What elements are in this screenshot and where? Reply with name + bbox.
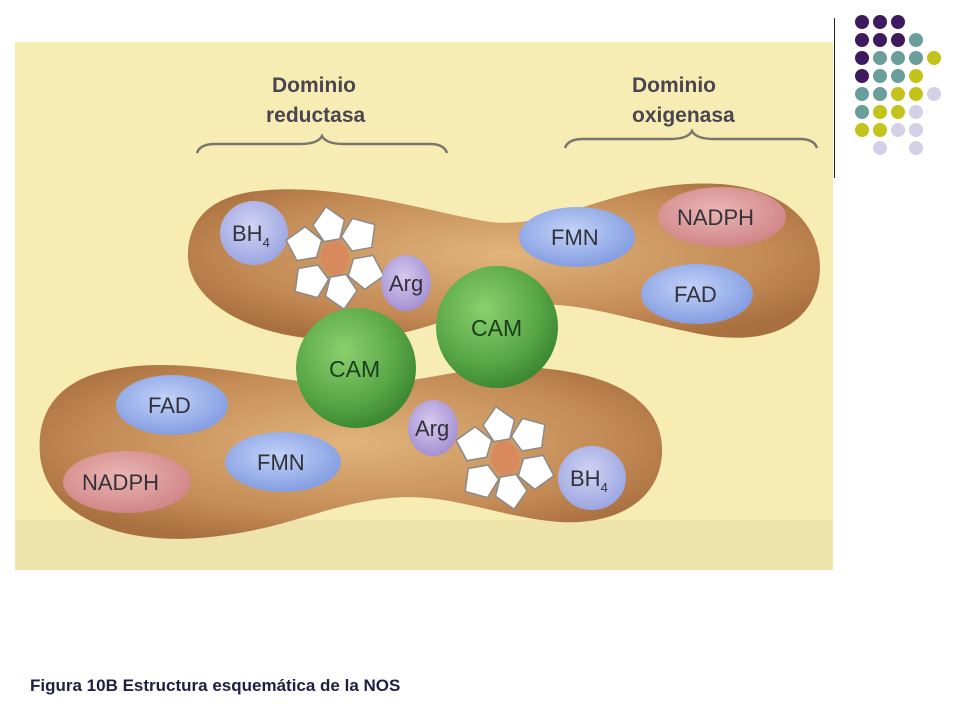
calmodulin-bottom-label: CAM xyxy=(329,356,380,382)
bottom-arg-label: Arg xyxy=(415,416,449,441)
top-bh4-label: BH4 xyxy=(232,221,270,250)
top-fad-cofactor xyxy=(641,264,753,324)
decorative-dot-grid xyxy=(855,15,941,155)
top-nadph-label: NADPH xyxy=(677,205,754,230)
bottom-nadph-label: NADPH xyxy=(82,470,159,495)
bottom-fmn-cofactor xyxy=(225,432,341,492)
svg-text:Dominio: Dominio xyxy=(632,74,716,97)
calmodulin-bottom xyxy=(296,308,416,428)
svg-text:oxigenasa: oxigenasa xyxy=(632,104,735,127)
bottom-bh4-label: BH4 xyxy=(570,466,608,495)
svg-text:reductasa: reductasa xyxy=(266,104,366,127)
bottom-fad-cofactor xyxy=(116,375,228,435)
bottom-heme-group xyxy=(455,405,555,511)
calmodulin-top-label: CAM xyxy=(471,315,522,341)
top-arg-label: Arg xyxy=(389,271,423,296)
top-nadph-cofactor xyxy=(658,187,786,247)
bottom-bh4-cofactor xyxy=(558,446,626,510)
bottom-arg-substrate xyxy=(408,400,458,456)
reductase-domain-label: Dominio reductasa xyxy=(266,74,366,127)
reductase-domain-brace xyxy=(195,133,449,154)
top-fmn-cofactor xyxy=(519,207,635,267)
svg-text:Dominio: Dominio xyxy=(272,74,356,97)
oxygenase-domain-label: Dominio oxigenasa xyxy=(632,74,735,127)
top-heme-group xyxy=(285,205,385,311)
top-arg-substrate xyxy=(381,255,431,311)
top-bh4-cofactor xyxy=(220,201,288,265)
bottom-fmn-label: FMN xyxy=(257,450,305,475)
top-fmn-label: FMN xyxy=(551,225,599,250)
bottom-nadph-cofactor xyxy=(63,451,191,513)
bottom-fad-label: FAD xyxy=(148,393,191,418)
top-fad-label: FAD xyxy=(674,282,717,307)
vertical-divider xyxy=(834,18,835,178)
figure-caption: Figura 10B Estructura esquemática de la … xyxy=(30,676,401,695)
calmodulin-top xyxy=(436,266,558,388)
oxygenase-domain-brace xyxy=(563,128,819,149)
